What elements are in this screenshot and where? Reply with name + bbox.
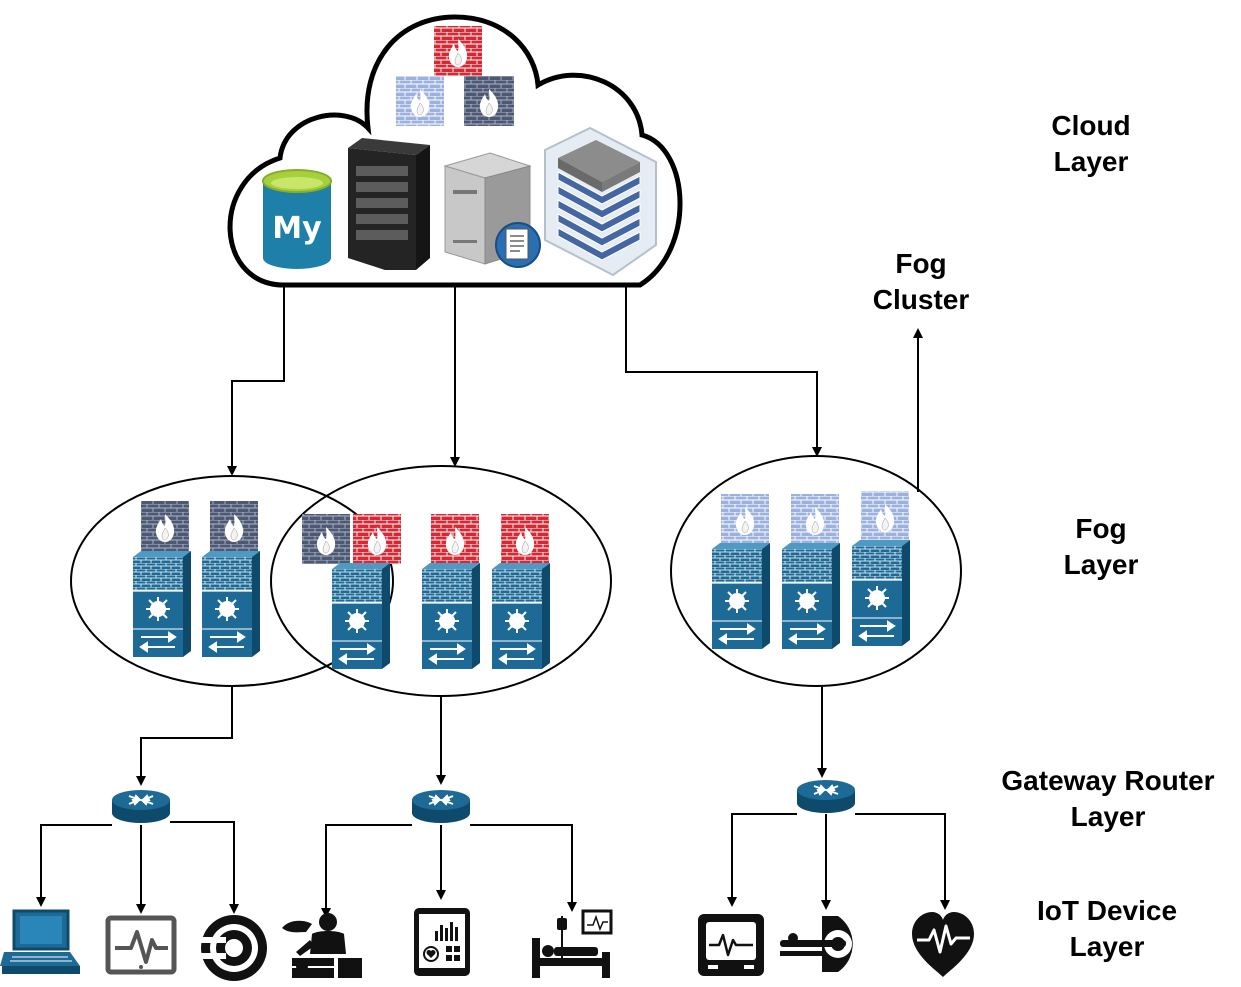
mri-scanner-icon: [192, 915, 267, 981]
firewall-icon: [210, 501, 258, 551]
fog-node-2: [270, 465, 612, 697]
health-tablet-icon: [414, 908, 470, 976]
firewall-icon: [791, 494, 839, 544]
fog-layer: [70, 455, 962, 697]
mysql-database-icon: My: [262, 169, 332, 269]
router-icon: [411, 789, 471, 824]
gateway-router-layer: [111, 779, 856, 824]
layer3-switch-icon: [132, 550, 192, 658]
iot-device-layer-label: IoT Device Layer: [1017, 893, 1197, 965]
firewall-icon: [464, 76, 514, 126]
firewall-icon: [721, 494, 769, 544]
gateway-router-layer-label-line1: Gateway Router: [1001, 765, 1215, 796]
cloud-layer-label: Cloud Layer: [1041, 108, 1141, 180]
hospital-bed-monitor-icon: [532, 909, 613, 978]
cloud-layer-label-line1: Cloud: [1051, 110, 1131, 141]
layer3-switch-icon: [331, 562, 391, 670]
cloud-to-fog-connectors: [227, 286, 923, 492]
router-icon: [111, 789, 171, 824]
fog-cluster-label-line2: Cluster: [872, 284, 970, 315]
gateway-router-layer-label-line2: Layer: [1070, 801, 1146, 832]
patient-monitor-icon: [698, 914, 764, 976]
cloud-layer: My: [227, 14, 683, 288]
fog-cluster-label-line1: Fog: [895, 248, 947, 279]
fog-to-router-connectors: [136, 687, 827, 786]
ecg-monitor-icon: [105, 915, 177, 975]
layer3-switch-icon: [201, 550, 261, 658]
fog-node-1: [70, 475, 394, 687]
ct-scanner-icon: [780, 916, 853, 972]
surgeon-operating-icon: [282, 913, 362, 978]
desktop-computer-icon: [0, 909, 80, 974]
router-icon: [796, 779, 856, 814]
layer3-switch-icon: [781, 542, 841, 650]
fog-layer-label: Fog Layer: [1051, 511, 1151, 583]
layer3-switch-icon: [851, 539, 911, 647]
file-server-icon: [443, 152, 541, 268]
firewall-icon: [353, 514, 401, 564]
firewall-icon: [431, 514, 479, 564]
gateway-router-layer-label: Gateway Router Layer: [988, 763, 1228, 835]
layer3-switch-icon: [421, 562, 481, 670]
fog-layer-label-line1: Fog: [1075, 513, 1127, 544]
firewall-icon: [396, 76, 444, 126]
iot-device-layer: [0, 908, 974, 981]
iot-device-layer-label-line2: Layer: [1069, 931, 1145, 962]
server-stack-icon: [544, 126, 657, 277]
iot-device-layer-label-line1: IoT Device: [1036, 895, 1178, 926]
server-rack-icon: [348, 138, 430, 270]
layer3-switch-icon: [711, 542, 771, 650]
firewall-icon: [141, 501, 189, 551]
mysql-badge-text: My: [272, 211, 322, 246]
heart-rate-icon: [912, 912, 974, 977]
firewall-icon: [434, 26, 482, 76]
router-to-device-connectors: [36, 813, 950, 918]
fog-cluster-label: Fog Cluster: [866, 246, 976, 318]
cloud-layer-label-line2: Layer: [1053, 146, 1129, 177]
fog-node-3: [670, 455, 962, 687]
firewall-icon: [501, 514, 549, 564]
firewall-icon: [302, 514, 350, 564]
fog-layer-label-line2: Layer: [1063, 549, 1139, 580]
firewall-icon: [861, 491, 909, 541]
layer3-switch-icon: [491, 562, 551, 670]
